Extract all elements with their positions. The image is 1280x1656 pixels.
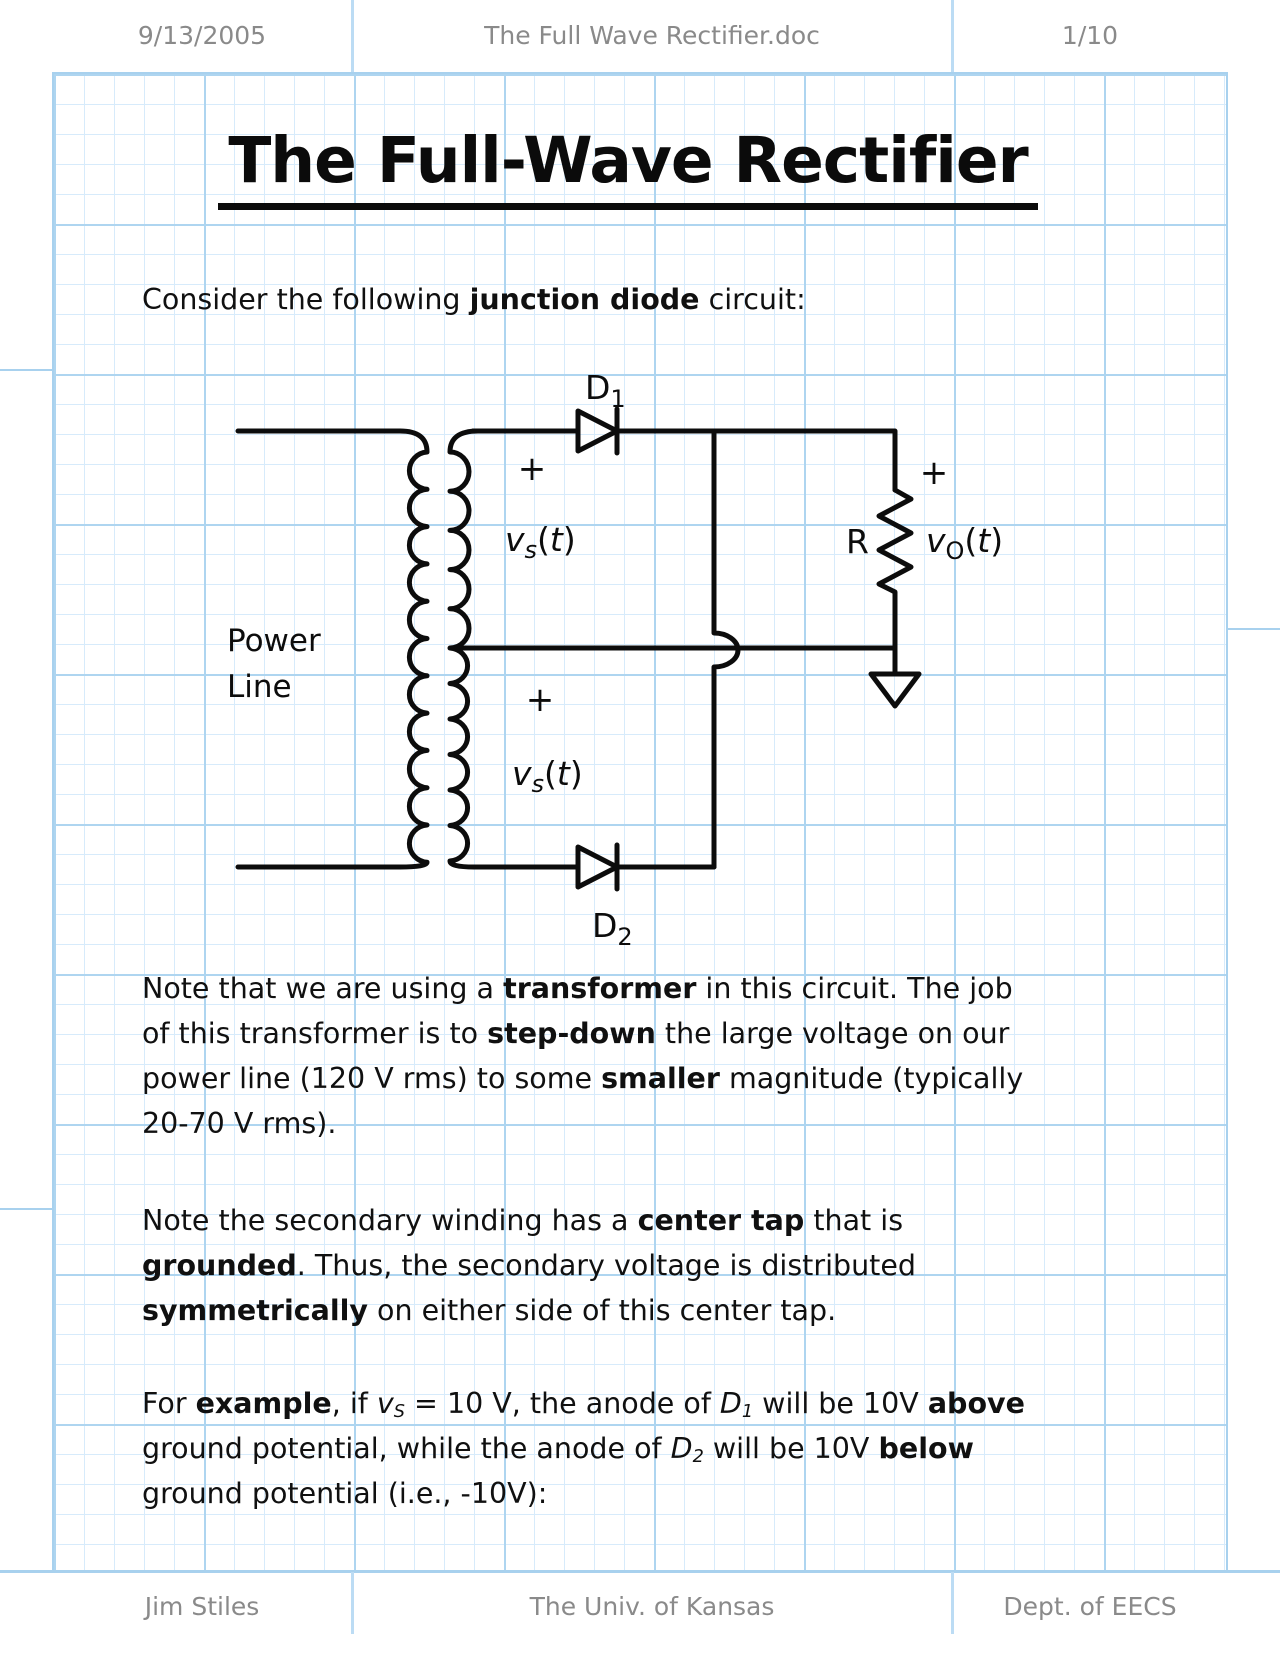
transformer-secondary-winding	[447, 428, 481, 870]
footer-divider-left	[351, 1572, 354, 1634]
diode-d2-label: D2	[592, 906, 633, 951]
paragraph-transformer: Note that we are using a transformer in …	[142, 972, 1024, 1140]
margin-tick-left-2	[0, 1208, 52, 1210]
secondary-top-wire	[470, 428, 898, 493]
diode-d2	[575, 842, 620, 892]
plus-sign-bottom: +	[526, 680, 555, 720]
graph-paper-grid	[52, 72, 1228, 1572]
footer-author: Jim Stiles	[144, 1591, 260, 1621]
header-divider-left	[351, 0, 354, 72]
paragraph-center-tap: Note the secondary winding has a center …	[142, 1204, 916, 1327]
header-filename: The Full Wave Rectifier.doc	[484, 20, 820, 50]
bottom-boundary-line	[0, 1570, 1280, 1573]
page-title-text: The Full-Wave Rectifier	[218, 124, 1038, 210]
page-title: The Full-Wave Rectifier	[0, 124, 1256, 210]
header-date: 9/13/2005	[137, 20, 267, 50]
header-page-number: 1/10	[1061, 20, 1119, 50]
resistor-label: R	[846, 522, 869, 561]
footer-divider-right	[951, 1572, 954, 1634]
margin-tick-left-1	[0, 369, 52, 371]
vs-top-label: vs(t)	[505, 520, 576, 564]
margin-tick-right-1	[1228, 628, 1280, 630]
power-line-label-1: Power	[227, 623, 321, 659]
plus-sign-top: +	[518, 449, 547, 489]
paragraph-example: For example, if vS = 10 V, the anode of …	[142, 1387, 1025, 1510]
vs-bottom-label: vs(t)	[512, 754, 583, 798]
vo-label: vO(t)	[926, 521, 1003, 565]
header-divider-right	[951, 0, 954, 72]
junction-wire-with-hop	[711, 428, 741, 870]
diode-d1	[575, 406, 620, 456]
resistor	[876, 487, 914, 651]
ground-symbol	[868, 645, 922, 709]
plus-sign-output: +	[920, 453, 949, 493]
intro-sentence: Consider the following junction diode ci…	[142, 283, 806, 316]
transformer-primary-winding	[235, 428, 430, 870]
power-line-label-2: Line	[227, 669, 292, 705]
footer-department: Dept. of EECS	[1003, 1591, 1177, 1621]
footer-university: The Univ. of Kansas	[529, 1591, 775, 1621]
diode-d1-label: D1	[585, 368, 626, 413]
